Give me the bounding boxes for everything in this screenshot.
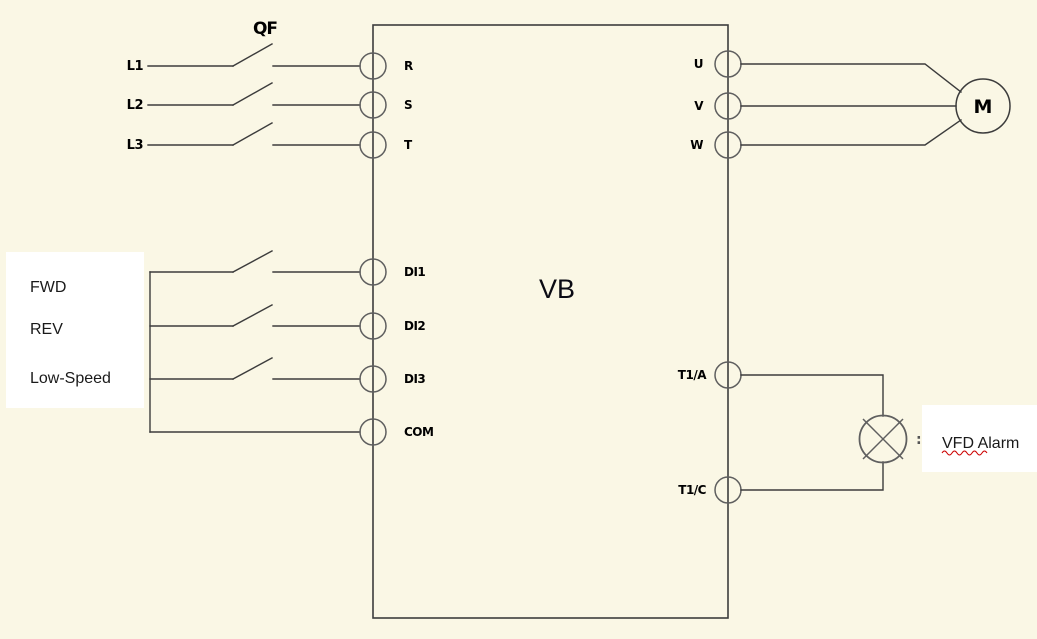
terminal-com-circle bbox=[359, 418, 387, 446]
label-l2: L2 bbox=[127, 98, 143, 113]
terminal-s-circle bbox=[359, 91, 387, 119]
switch-blade-rev bbox=[232, 304, 273, 327]
terminal-t1c-label: T1/C bbox=[678, 483, 706, 497]
terminal-di2-label: DI2 bbox=[404, 319, 425, 333]
control-inputs-group: FWD REV Low-Speed bbox=[6, 250, 361, 433]
alarm-separator-mark: : bbox=[916, 432, 922, 448]
alarm-lamp-x2 bbox=[862, 418, 904, 460]
terminal-di3-label: DI3 bbox=[404, 372, 425, 386]
motor-output-group: U V W M bbox=[690, 50, 1011, 159]
vfd-device-label: VB bbox=[539, 274, 575, 304]
terminal-t-circle bbox=[359, 131, 387, 159]
terminal-t-label: T bbox=[404, 138, 413, 152]
label-l3: L3 bbox=[127, 138, 144, 153]
di-terminals-group: DI1 DI2 DI3 COM bbox=[359, 258, 434, 446]
breaker-blade-l2 bbox=[232, 82, 273, 106]
wire-w-to-motor bbox=[740, 119, 962, 146]
terminal-r-circle bbox=[359, 52, 387, 80]
alarm-lamp-circle bbox=[858, 414, 908, 464]
label-low-speed: Low-Speed bbox=[30, 370, 111, 387]
label-rev: REV bbox=[30, 321, 63, 338]
switch-blade-lowspeed bbox=[232, 357, 273, 380]
terminal-r-label: R bbox=[404, 59, 413, 73]
switch-blade-fwd bbox=[232, 250, 273, 273]
terminal-di1-circle bbox=[359, 258, 387, 286]
control-label-box bbox=[6, 252, 144, 408]
label-fwd: FWD bbox=[30, 279, 66, 296]
breaker-blade-l3 bbox=[232, 122, 273, 146]
terminal-com-label: COM bbox=[404, 425, 433, 439]
terminal-u-label: U bbox=[694, 57, 703, 71]
spellcheck-squiggle bbox=[941, 450, 988, 456]
vfd-box-outline bbox=[372, 24, 729, 619]
terminal-t1a-label: T1/A bbox=[678, 368, 707, 382]
terminal-di2-circle bbox=[359, 312, 387, 340]
breaker-qf-group: QF L1 L2 L3 bbox=[127, 19, 361, 153]
alarm-output-group: T1/A T1/C : VFD Alarm bbox=[678, 361, 1037, 504]
breaker-blade-l1 bbox=[232, 43, 273, 67]
wire-t1c-to-lamp bbox=[740, 461, 884, 491]
wire-u-to-motor bbox=[740, 63, 962, 93]
terminal-di3-circle bbox=[359, 365, 387, 393]
alarm-label-box bbox=[922, 405, 1037, 472]
terminal-w-label: W bbox=[690, 138, 703, 152]
wire-t1a-to-lamp bbox=[740, 374, 884, 417]
motor-label: M bbox=[974, 96, 993, 118]
motor-circle bbox=[955, 78, 1011, 134]
terminal-s-label: S bbox=[404, 98, 412, 112]
terminal-v-label: V bbox=[694, 99, 704, 113]
input-terminals-group: R S T bbox=[359, 52, 414, 159]
label-l1: L1 bbox=[127, 59, 144, 74]
terminal-di1-label: DI1 bbox=[404, 265, 425, 279]
alarm-label: VFD Alarm bbox=[942, 435, 1019, 452]
breaker-label: QF bbox=[253, 19, 277, 39]
